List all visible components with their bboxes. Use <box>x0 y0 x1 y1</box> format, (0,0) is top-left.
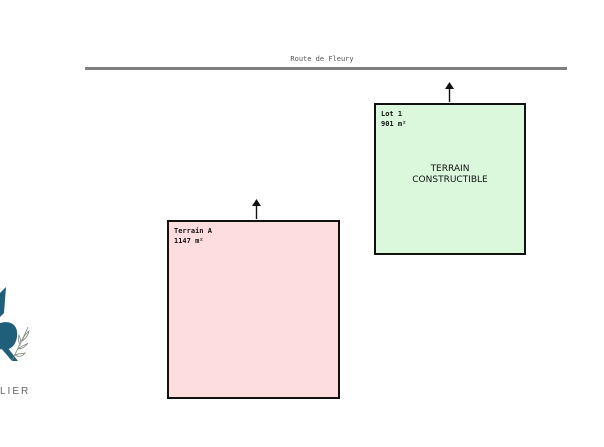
lot-1-plot[interactable]: Lot 1 901 m² TERRAIN CONSTRUCTIBLE <box>374 103 526 255</box>
lot-1-area: 901 m² <box>381 120 407 128</box>
logo-text: LIER <box>0 386 31 397</box>
arrow-up-icon <box>252 199 261 219</box>
company-logo <box>0 287 30 362</box>
lot-1-name: Lot 1 <box>381 110 403 118</box>
logo-monogram <box>0 287 18 361</box>
lot-1-status: TERRAIN CONSTRUCTIBLE <box>376 164 524 186</box>
terrain-a-plot[interactable]: Terrain A 1147 m² <box>167 220 340 399</box>
road-label: Route de Fleury <box>290 55 354 63</box>
terrain-a-name: Terrain A <box>174 227 212 235</box>
lot-1-status-line1: TERRAIN <box>430 164 470 174</box>
road-line <box>85 67 567 70</box>
leaf-branch-icon <box>11 326 30 362</box>
terrain-a-area: 1147 m² <box>174 237 204 245</box>
lot-1-status-line2: CONSTRUCTIBLE <box>412 175 488 185</box>
arrow-up-icon <box>445 82 454 102</box>
